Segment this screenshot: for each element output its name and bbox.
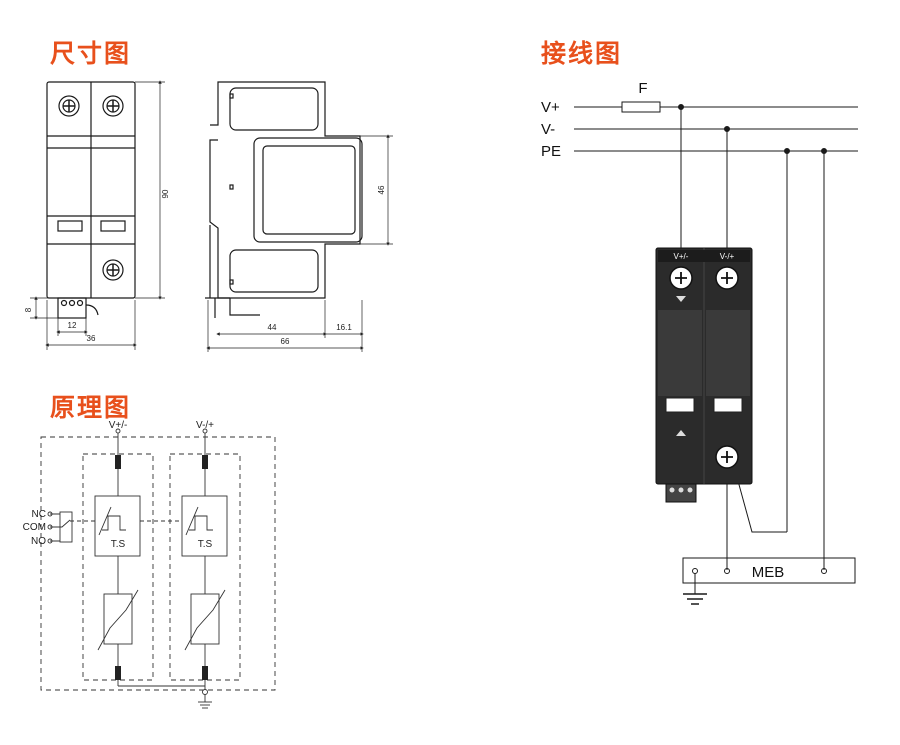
contact-nc-label: NC [32,509,46,520]
terminal-right-label: V-/+ [720,252,735,261]
spd-device [655,247,753,503]
thermal-switch-left: T.S [111,539,126,550]
terminal-left-label: V+/- [674,252,689,261]
wiring-title: 接线图 [541,39,623,68]
thermal-switch-right: T.S [198,539,213,550]
schematic-input-right: V-/+ [196,420,214,431]
front-dimension-lines [30,80,165,350]
schematic-input-left: V+/- [109,420,128,431]
front-view-drawing [46,81,136,319]
dim-side-offset: 16.1 [336,323,352,332]
line-pe-label: PE [541,143,561,160]
dim-terminal-width: 12 [68,321,77,330]
line-neg-label: V- [541,121,555,138]
schematic-drawing [40,428,276,709]
line-pos-label: V+ [541,99,560,116]
dim-side-depth: 44 [268,323,277,332]
contact-no-label: NO [31,536,46,547]
dimensions-title: 尺寸图 [50,39,132,68]
schematic-title: 原理图 [50,393,132,422]
contact-com-label: COM [23,522,46,533]
dim-side-width: 66 [281,337,290,346]
meb-label: MEB [752,564,785,581]
fuse-label: F [638,80,647,97]
dim-module-height: 46 [377,185,386,194]
dim-terminal-height: 8 [24,307,33,312]
dim-height: 90 [161,189,170,198]
dim-front-width: 36 [87,334,96,343]
side-dimension-lines [206,134,393,352]
side-view-drawing [205,81,363,318]
